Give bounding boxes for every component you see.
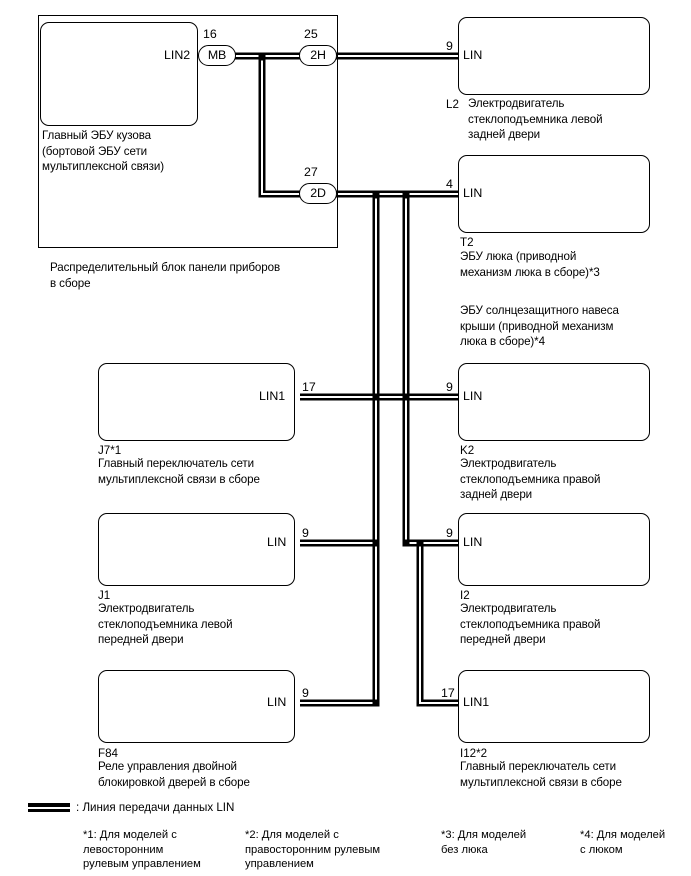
K2-pin-number: 9 xyxy=(446,380,453,394)
I12-pin-number: 17 xyxy=(441,686,455,700)
component-box-J7[interactable] xyxy=(98,363,295,441)
component-box-K2[interactable] xyxy=(458,363,650,441)
L2-pin-number: 9 xyxy=(446,39,453,53)
J1-pin-number: 9 xyxy=(302,526,309,540)
connector-2H-pin-number: 25 xyxy=(304,27,318,41)
K2-caption: Электродвигатель стеклоподъемника правой… xyxy=(460,457,601,502)
component-box-body-ecu[interactable] xyxy=(40,22,198,126)
connector-2H[interactable]: 2H xyxy=(299,45,337,66)
J7-pin-number: 17 xyxy=(302,380,316,394)
connector-MB[interactable]: MB xyxy=(198,45,236,66)
J7-pin-label: LIN1 xyxy=(259,389,286,403)
component-box-F84[interactable] xyxy=(98,670,295,743)
J1-pin-label: LIN xyxy=(267,535,287,549)
T2-pin-number: 4 xyxy=(446,177,453,191)
L2-pin-label: LIN xyxy=(463,48,483,62)
L2-caption: Электродвигатель стеклоподъемника левой … xyxy=(468,97,603,142)
F84-pin-number: 9 xyxy=(302,686,309,700)
I12-caption: Главный переключатель сети мультиплексно… xyxy=(460,760,622,789)
footnote-1: *1: Для моделей с левосторонним рулевым … xyxy=(83,829,201,871)
body-ecu-caption: Главный ЭБУ кузова (бортовой ЭБУ сети му… xyxy=(42,129,165,174)
T2-pin-label: LIN xyxy=(463,186,483,200)
body-ecu-pin-label: LIN2 xyxy=(164,48,191,62)
F84-caption: Реле управления двойной блокировкой двер… xyxy=(98,760,250,789)
K2-ref: K2 xyxy=(460,444,475,457)
instrument-panel-junction-block-caption: Распределительный блок панели приборов в… xyxy=(50,261,281,290)
I12-pin-label: LIN1 xyxy=(463,695,490,709)
component-box-T2[interactable] xyxy=(458,155,650,233)
lin-data-line-swatch xyxy=(28,803,70,812)
J7-ref: J7*1 xyxy=(98,444,122,457)
F84-ref: F84 xyxy=(98,747,118,760)
I2-caption: Электродвигатель стеклоподъемника правой… xyxy=(460,602,601,647)
component-box-I2[interactable] xyxy=(458,513,650,586)
J7-caption: Главный переключатель сети мультиплексно… xyxy=(98,457,260,486)
I2-pin-number: 9 xyxy=(446,526,453,540)
connector-2D-pin-number: 27 xyxy=(304,165,318,179)
J1-ref: J1 xyxy=(98,589,111,602)
component-box-L2[interactable] xyxy=(458,17,650,95)
I12-ref: I12*2 xyxy=(460,747,488,760)
footnote-2: *2: Для моделей с правосторонним рулевым… xyxy=(245,829,381,871)
connector-MB-pin-number: 16 xyxy=(203,27,217,41)
T2-ref: T2 xyxy=(460,236,474,249)
J1-caption: Электродвигатель стеклоподъемника левой … xyxy=(98,602,233,647)
instrument-panel-junction-block xyxy=(38,15,338,248)
I2-pin-label: LIN xyxy=(463,535,483,549)
footnote-4: *4: Для моделей с люком xyxy=(580,829,666,856)
connector-2D[interactable]: 2D xyxy=(299,183,337,204)
component-box-J1[interactable] xyxy=(98,513,295,586)
T2-caption: ЭБУ люка (приводной механизм люка в сбор… xyxy=(460,250,600,279)
K2-pin-label: LIN xyxy=(463,389,483,403)
L2-ref: L2 xyxy=(446,98,459,111)
F84-pin-label: LIN xyxy=(267,695,287,709)
I2-ref: I2 xyxy=(460,589,470,602)
lin-data-line-legend-text: : Линия передачи данных LIN xyxy=(76,801,235,814)
T2-caption-alt: ЭБУ солнцезащитного навеса крыши (привод… xyxy=(460,304,619,349)
component-box-I12[interactable] xyxy=(458,670,650,743)
footnote-3: *3: Для моделей без люка xyxy=(441,829,527,856)
